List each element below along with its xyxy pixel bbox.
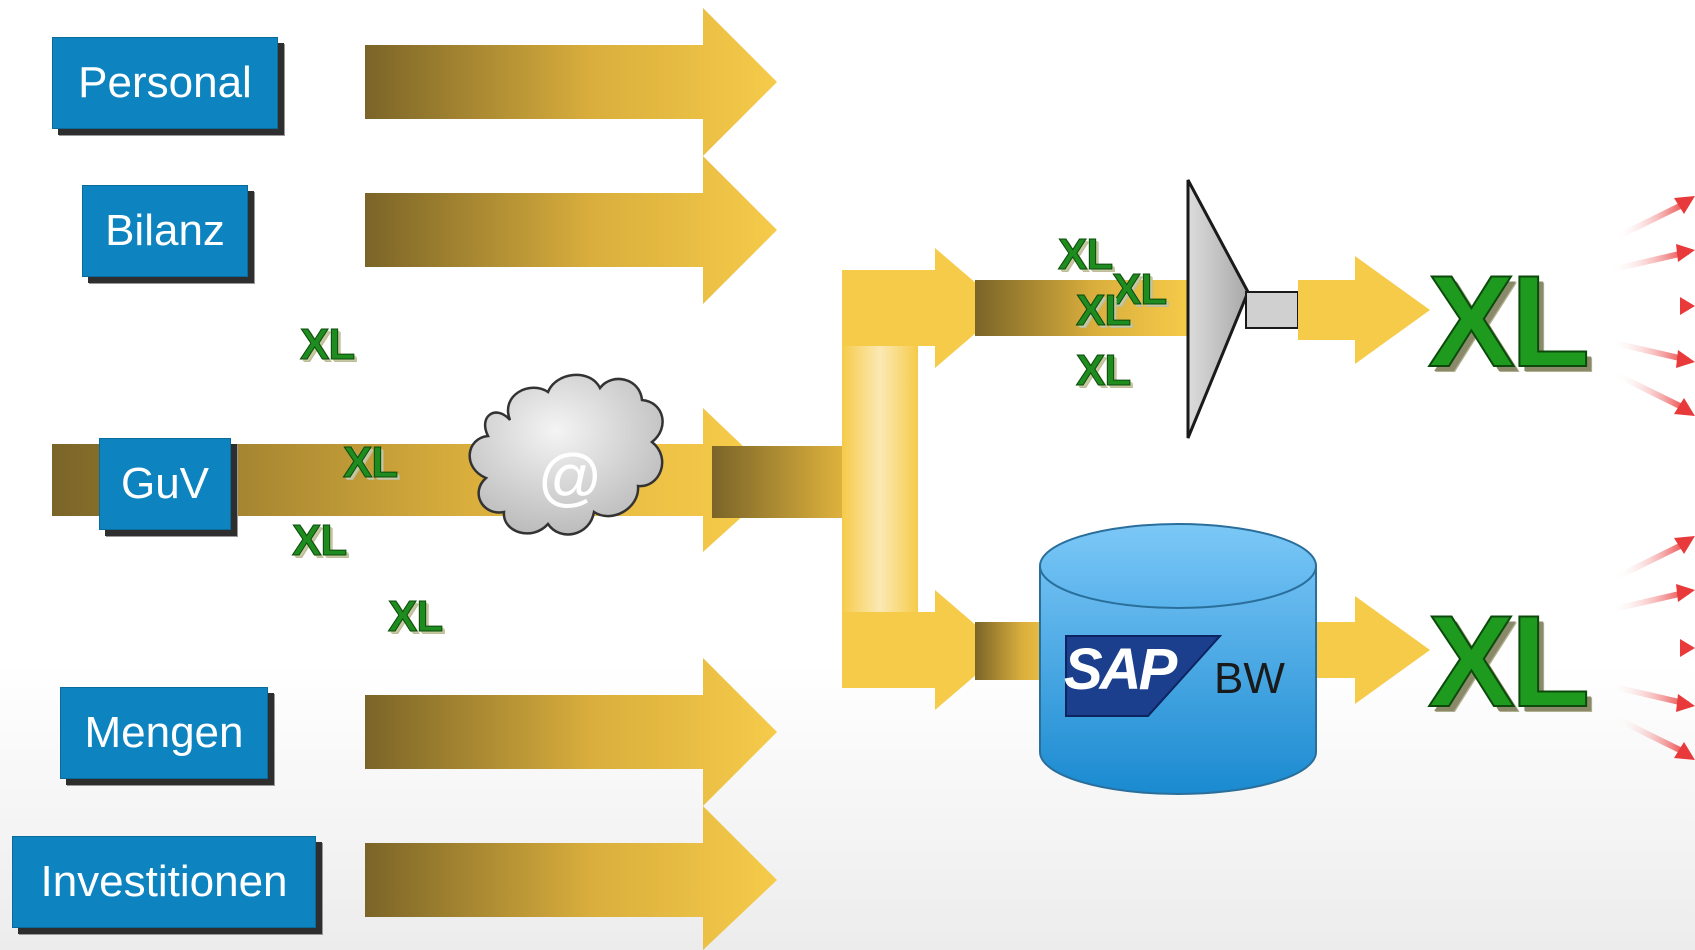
source-box-personal: Personal	[52, 37, 278, 129]
db-output-arrow	[1310, 596, 1430, 704]
cloud-at-symbol: @	[537, 441, 603, 513]
arrow-personal	[365, 8, 777, 156]
branch-arrow-lower	[842, 590, 1005, 710]
funnel-input-arrow	[975, 280, 1190, 336]
xl-label: XL	[342, 438, 398, 488]
xl-label: XL	[291, 516, 347, 566]
funnel-spout	[1245, 291, 1299, 329]
source-box-bilanz: Bilanz	[82, 185, 248, 277]
db-input-arrow	[975, 622, 1060, 680]
arrow-bilanz	[365, 156, 777, 304]
bw-label: BW	[1214, 654, 1285, 703]
red-arrowheads-upper	[1674, 196, 1695, 416]
funnel-output-arrow	[1298, 256, 1430, 364]
arrow-mengen	[365, 658, 777, 806]
sap-logo	[1065, 635, 1223, 717]
red-arrows-lower	[1609, 539, 1690, 757]
cloud-icon	[468, 373, 664, 536]
xl-output-upper: XL	[1427, 247, 1591, 395]
xl-label: XL	[1111, 265, 1167, 315]
xl-label: XL	[1057, 230, 1113, 280]
xl-label: XL	[1075, 286, 1131, 336]
xl-output-lower: XL	[1427, 587, 1591, 735]
red-arrows-upper	[1609, 199, 1690, 413]
source-box-investitionen: Investitionen	[12, 836, 316, 928]
funnel-icon	[1186, 179, 1250, 439]
arrow-investitionen	[365, 806, 777, 950]
branch-arrow-upper	[842, 248, 1005, 368]
xl-label: XL	[1075, 346, 1131, 396]
sap-logo-text: SAP	[1064, 637, 1177, 702]
red-arrowheads-lower	[1674, 536, 1695, 760]
xl-label: XL	[387, 592, 443, 642]
xl-label: XL	[299, 320, 355, 370]
source-box-guv: GuV	[99, 438, 231, 530]
source-box-mengen: Mengen	[60, 687, 268, 779]
